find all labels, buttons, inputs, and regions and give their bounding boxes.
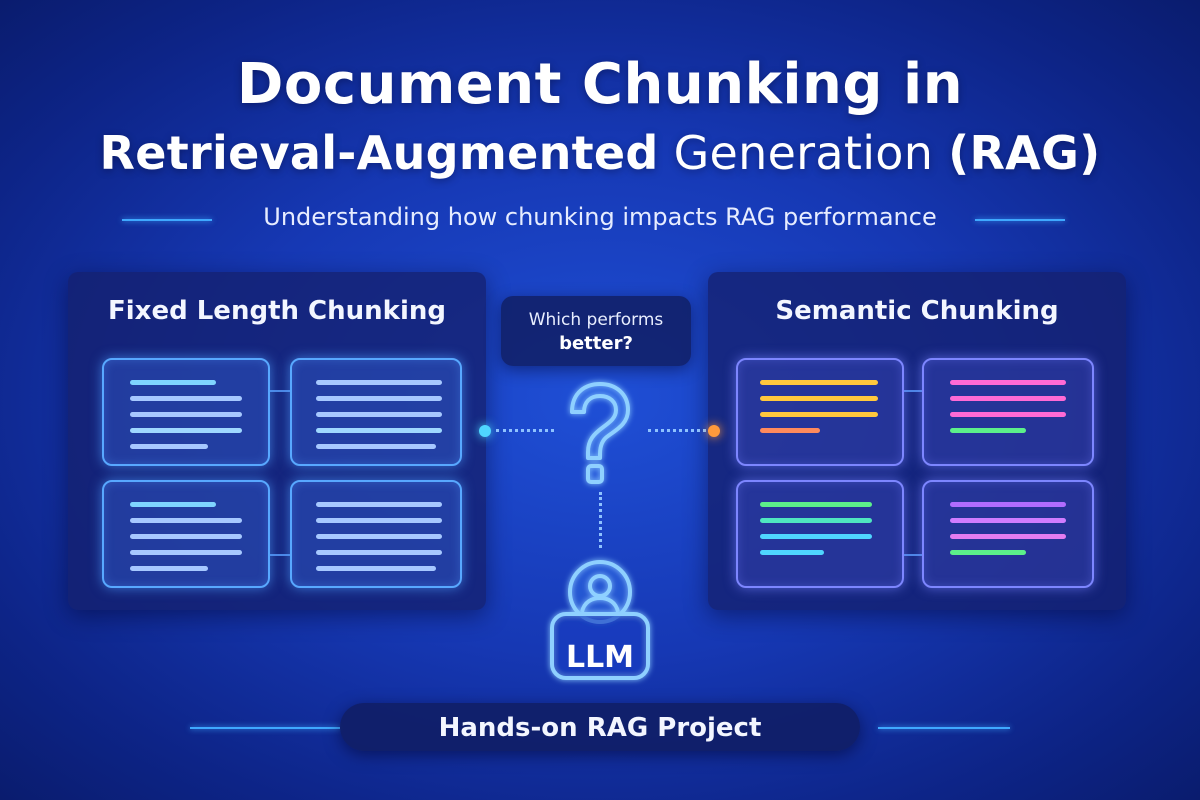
text-line [316,428,442,433]
subtitle: Understanding how chunking impacts RAG p… [263,203,937,231]
left-link-dot [479,425,491,437]
right-link-dot [708,425,720,437]
text-line [950,412,1066,417]
text-line [950,396,1066,401]
text-line [950,502,1066,507]
text-line [316,518,442,523]
text-line [316,396,442,401]
text-line [130,380,216,385]
text-line [316,502,442,507]
page-title-line-2: Retrieval-Augmented Generation (RAG) [0,126,1200,180]
semantic-chunk-card-1 [736,358,904,466]
chunk-connector [904,554,922,556]
semantic-panel: Semantic Chunking [708,272,1126,610]
text-line [130,502,216,507]
question-bubble: Which performs better? [501,296,691,366]
fixed-chunk-card-3 [102,480,270,588]
text-line [950,428,1026,433]
chunk-connector [270,554,290,556]
text-line [760,550,824,555]
right-dotted-link [648,429,706,432]
text-line [760,534,872,539]
fixed-chunk-card-4 [290,480,462,588]
title-regular-part: Generation [658,126,949,180]
semantic-title: Semantic Chunking [775,296,1059,326]
text-line [760,502,872,507]
semantic-chunk-card-3 [736,480,904,588]
question-mark-icon [570,382,630,484]
question-line-2: better? [559,333,633,354]
user-lock-icon [550,560,650,680]
text-line [316,380,442,385]
text-line [950,380,1066,385]
vertical-dotted-link [599,492,602,548]
left-dotted-link [496,429,554,432]
text-line [316,412,442,417]
subtitle-left-rule [122,219,212,221]
text-line [130,412,242,417]
llm-label: LLM [565,640,635,675]
footer-pill: Hands-on RAG Project [340,703,860,751]
text-line [130,518,242,523]
fixed-length-panel: Fixed Length Chunking [68,272,486,610]
footer-right-rule [878,727,1010,729]
text-line [316,550,442,555]
text-line [316,534,442,539]
footer-left-rule [190,727,340,729]
semantic-chunk-card-4 [922,480,1094,588]
text-line [316,444,436,449]
fixed-chunk-card-1 [102,358,270,466]
subtitle-right-rule [975,219,1065,221]
text-line [316,566,436,571]
text-line [130,428,242,433]
semantic-chunk-card-2 [922,358,1094,466]
text-line [950,518,1066,523]
chunk-connector [270,390,290,392]
text-line [760,518,872,523]
text-line [130,534,242,539]
text-line [760,412,878,417]
text-line [760,428,820,433]
page-title-line-1: Document Chunking in [236,52,964,117]
text-line [950,534,1066,539]
text-line [130,396,242,401]
question-line-1: Which performs [528,310,664,330]
title-acronym: (RAG) [948,126,1101,180]
text-line [950,550,1026,555]
text-line [130,444,208,449]
text-line [130,550,242,555]
fixed-length-title: Fixed Length Chunking [108,296,446,326]
footer-label: Hands-on RAG Project [438,713,762,743]
text-line [760,380,878,385]
text-line [130,566,208,571]
text-line [760,396,878,401]
chunk-connector [904,390,922,392]
title-bold-part: Retrieval-Augmented [99,126,659,180]
fixed-chunk-card-2 [290,358,462,466]
